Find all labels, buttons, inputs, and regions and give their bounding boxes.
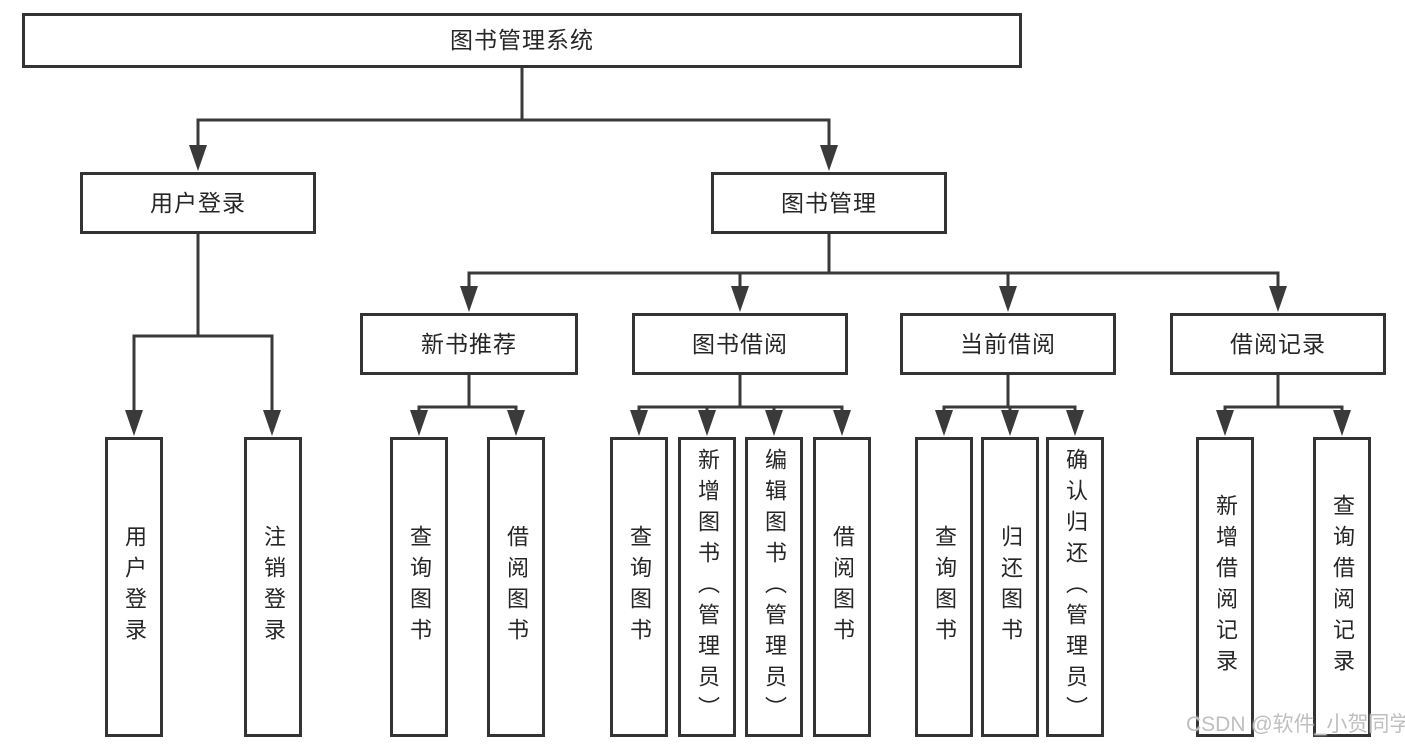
- node-edit-books-admin: 编辑图书（管理员）: [745, 437, 803, 737]
- node-label: 用户登录: [122, 525, 147, 649]
- node-label: 借阅图书: [830, 525, 855, 649]
- node-label: 新增图书（管理员）: [695, 447, 720, 727]
- node-label: 查询图书: [407, 525, 432, 649]
- node-current-borrow: 当前借阅: [900, 313, 1116, 375]
- node-query-books-2: 查询图书: [610, 437, 668, 737]
- node-label: 编辑图书（管理员）: [762, 447, 787, 727]
- node-borrow-books-1: 借阅图书: [487, 437, 545, 737]
- node-label: 新书推荐: [421, 330, 517, 357]
- node-label: 用户登录: [150, 189, 246, 216]
- node-add-borrow-record: 新增借阅记录: [1196, 437, 1254, 737]
- node-label: 图书管理: [781, 189, 877, 216]
- node-book-management: 图书管理: [711, 172, 947, 234]
- node-query-books-3: 查询图书: [915, 437, 973, 737]
- node-label: 查询图书: [932, 525, 957, 649]
- node-label: 新增借阅记录: [1213, 494, 1238, 680]
- node-library-management-system: 图书管理系统: [22, 13, 1022, 68]
- node-return-books: 归还图书: [981, 437, 1039, 737]
- node-query-borrow-record: 查询借阅记录: [1313, 437, 1371, 737]
- node-user-login-leaf: 用户登录: [105, 437, 163, 737]
- node-borrow-records: 借阅记录: [1170, 313, 1386, 375]
- node-label: 图书管理系统: [450, 27, 594, 53]
- node-logout: 注销登录: [244, 437, 302, 737]
- node-label: 查询借阅记录: [1330, 494, 1355, 680]
- node-label: 归还图书: [998, 525, 1023, 649]
- node-label: 当前借阅: [960, 330, 1056, 357]
- node-label: 确认归还（管理员）: [1063, 447, 1088, 727]
- node-add-books-admin: 新增图书（管理员）: [678, 437, 736, 737]
- node-label: 借阅图书: [504, 525, 529, 649]
- node-user-login: 用户登录: [80, 172, 316, 234]
- node-confirm-return-admin: 确认归还（管理员）: [1046, 437, 1104, 737]
- node-label: 注销登录: [261, 525, 286, 649]
- node-label: 查询图书: [627, 525, 652, 649]
- node-book-borrow: 图书借阅: [632, 313, 848, 375]
- csdn-watermark: CSDN @软件_小贺同学: [1186, 713, 1405, 736]
- node-new-book-recommend: 新书推荐: [360, 313, 578, 375]
- node-label: 图书借阅: [692, 330, 788, 357]
- node-query-books-1: 查询图书: [390, 437, 448, 737]
- node-borrow-books-2: 借阅图书: [813, 437, 871, 737]
- node-label: 借阅记录: [1230, 330, 1326, 357]
